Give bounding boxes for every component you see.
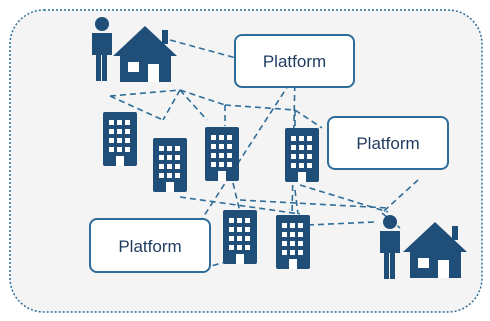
platform-label: Platform (263, 52, 326, 71)
platform-box: Platform (327, 116, 449, 170)
building-icon (276, 215, 310, 269)
person-icon (92, 17, 112, 81)
house-icon (113, 26, 177, 82)
platform-label: Platform (118, 237, 181, 256)
platform-box: Platform (89, 218, 211, 273)
building-icon (205, 127, 239, 181)
person-icon (380, 215, 400, 279)
house-icon (403, 222, 467, 278)
building-icon (223, 210, 257, 264)
platform-box: Platform (234, 34, 355, 88)
platform-label: Platform (356, 134, 419, 153)
building-icon (153, 138, 187, 192)
building-icon (103, 112, 137, 166)
building-icon (285, 128, 319, 182)
